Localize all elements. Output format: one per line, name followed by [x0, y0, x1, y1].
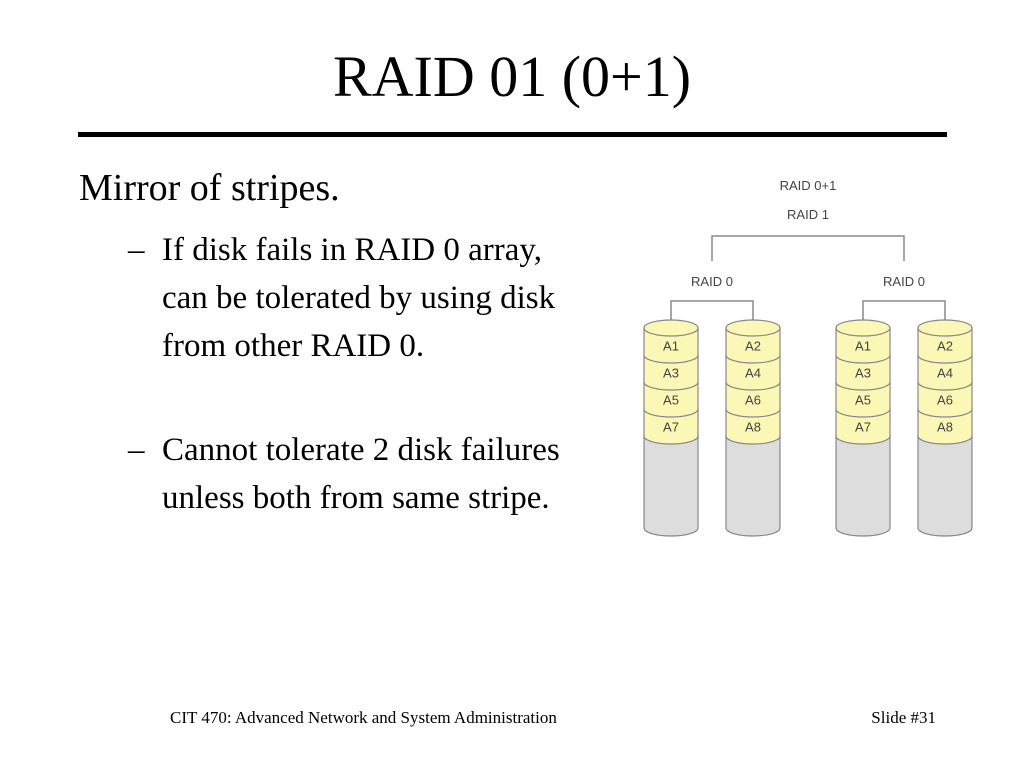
disk-empty-space: [643, 435, 699, 537]
block-label: A7: [663, 420, 679, 435]
footer-slide-number: Slide #31: [871, 708, 936, 727]
block-label: A5: [855, 393, 871, 408]
raid0-connector-left: [670, 300, 754, 327]
raid1-connector: [711, 235, 905, 261]
disk-block: [835, 354, 891, 391]
disk-block: [725, 408, 781, 445]
disk-empty-space: [725, 435, 781, 537]
disk-top: [917, 319, 973, 337]
block-label: A4: [937, 366, 953, 381]
sub-bullet-text: Cannot tolerate 2 disk failures unless b…: [162, 432, 560, 516]
disk-block: [643, 381, 699, 418]
disk-top: [725, 319, 781, 337]
disk-top: [643, 319, 699, 337]
group-label-left: RAID 0: [691, 274, 733, 289]
disk-block: [643, 327, 699, 364]
block-label: A6: [745, 393, 761, 408]
disk-empty-space: [917, 435, 973, 537]
disk-block: [725, 327, 781, 364]
block-label: A6: [937, 393, 953, 408]
block-label: A3: [663, 366, 679, 381]
block-label: A4: [745, 366, 761, 381]
disk-block: [643, 354, 699, 391]
block-label: A7: [855, 420, 871, 435]
disk-block: [725, 354, 781, 391]
block-label: A5: [663, 393, 679, 408]
block-label: A8: [937, 420, 953, 435]
sub-bullet-text: If disk fails in RAID 0 array, can be to…: [162, 232, 556, 364]
block-label: A3: [855, 366, 871, 381]
disk-block: [917, 408, 973, 445]
diagram-label-raid01: RAID 0+1: [780, 178, 837, 193]
block-label: A2: [745, 339, 761, 354]
block-label: A2: [937, 339, 953, 354]
main-bullet: Mirror of stripes.: [79, 167, 340, 209]
disk-block: [835, 381, 891, 418]
block-label: A1: [855, 339, 871, 354]
group-label-right: RAID 0: [883, 274, 925, 289]
disk-block: [835, 408, 891, 445]
disk-empty-space: [835, 435, 891, 537]
disk-block: [643, 408, 699, 445]
disk-block: [917, 354, 973, 391]
raid0-connector-right: [862, 300, 946, 327]
block-label: A8: [745, 420, 761, 435]
footer-course: CIT 470: Advanced Network and System Adm…: [170, 708, 557, 727]
title-divider: [78, 132, 947, 137]
diagram-label-raid1: RAID 1: [787, 207, 829, 222]
sub-bullet-dash: –: [128, 432, 145, 468]
disk-block: [917, 327, 973, 364]
block-label: A1: [663, 339, 679, 354]
disk-block: [725, 381, 781, 418]
sub-bullet-dash: –: [128, 232, 145, 268]
disk-top: [835, 319, 891, 337]
disk-block: [917, 381, 973, 418]
slide-title: RAID 01 (0+1): [332, 44, 692, 109]
disk-block: [835, 327, 891, 364]
